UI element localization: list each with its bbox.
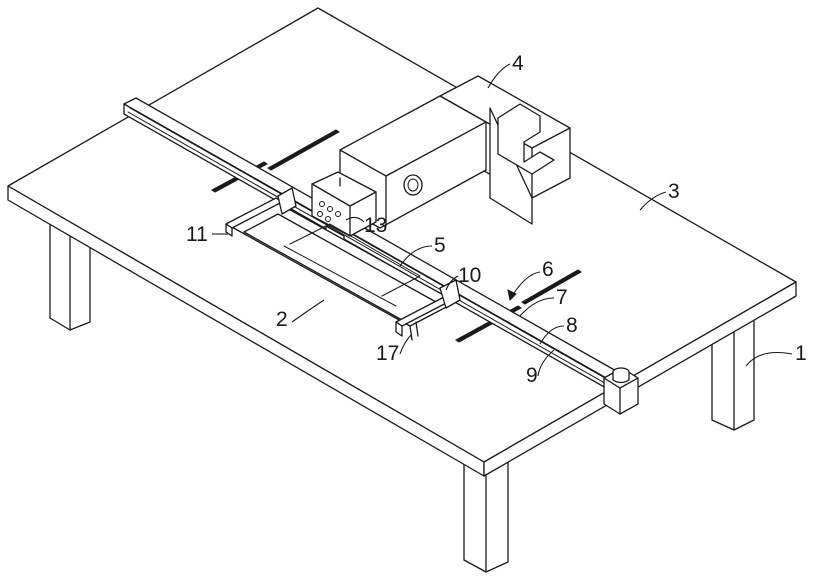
label-5: 5 (434, 234, 446, 257)
table-top (8, 8, 796, 476)
label-3: 3 (668, 180, 680, 203)
label-9: 9 (526, 364, 538, 387)
label-4: 4 (512, 52, 524, 75)
label-13: 13 (364, 214, 387, 237)
leg-front (464, 460, 508, 572)
rail-end-motor (604, 368, 638, 414)
label-1: 1 (795, 342, 807, 365)
label-11: 11 (186, 223, 208, 246)
label-6: 6 (542, 258, 554, 281)
label-17: 17 (376, 342, 399, 365)
label-7: 7 (556, 286, 568, 309)
label-8: 8 (566, 314, 578, 337)
label-10: 10 (458, 264, 481, 287)
label-2: 2 (276, 308, 288, 331)
